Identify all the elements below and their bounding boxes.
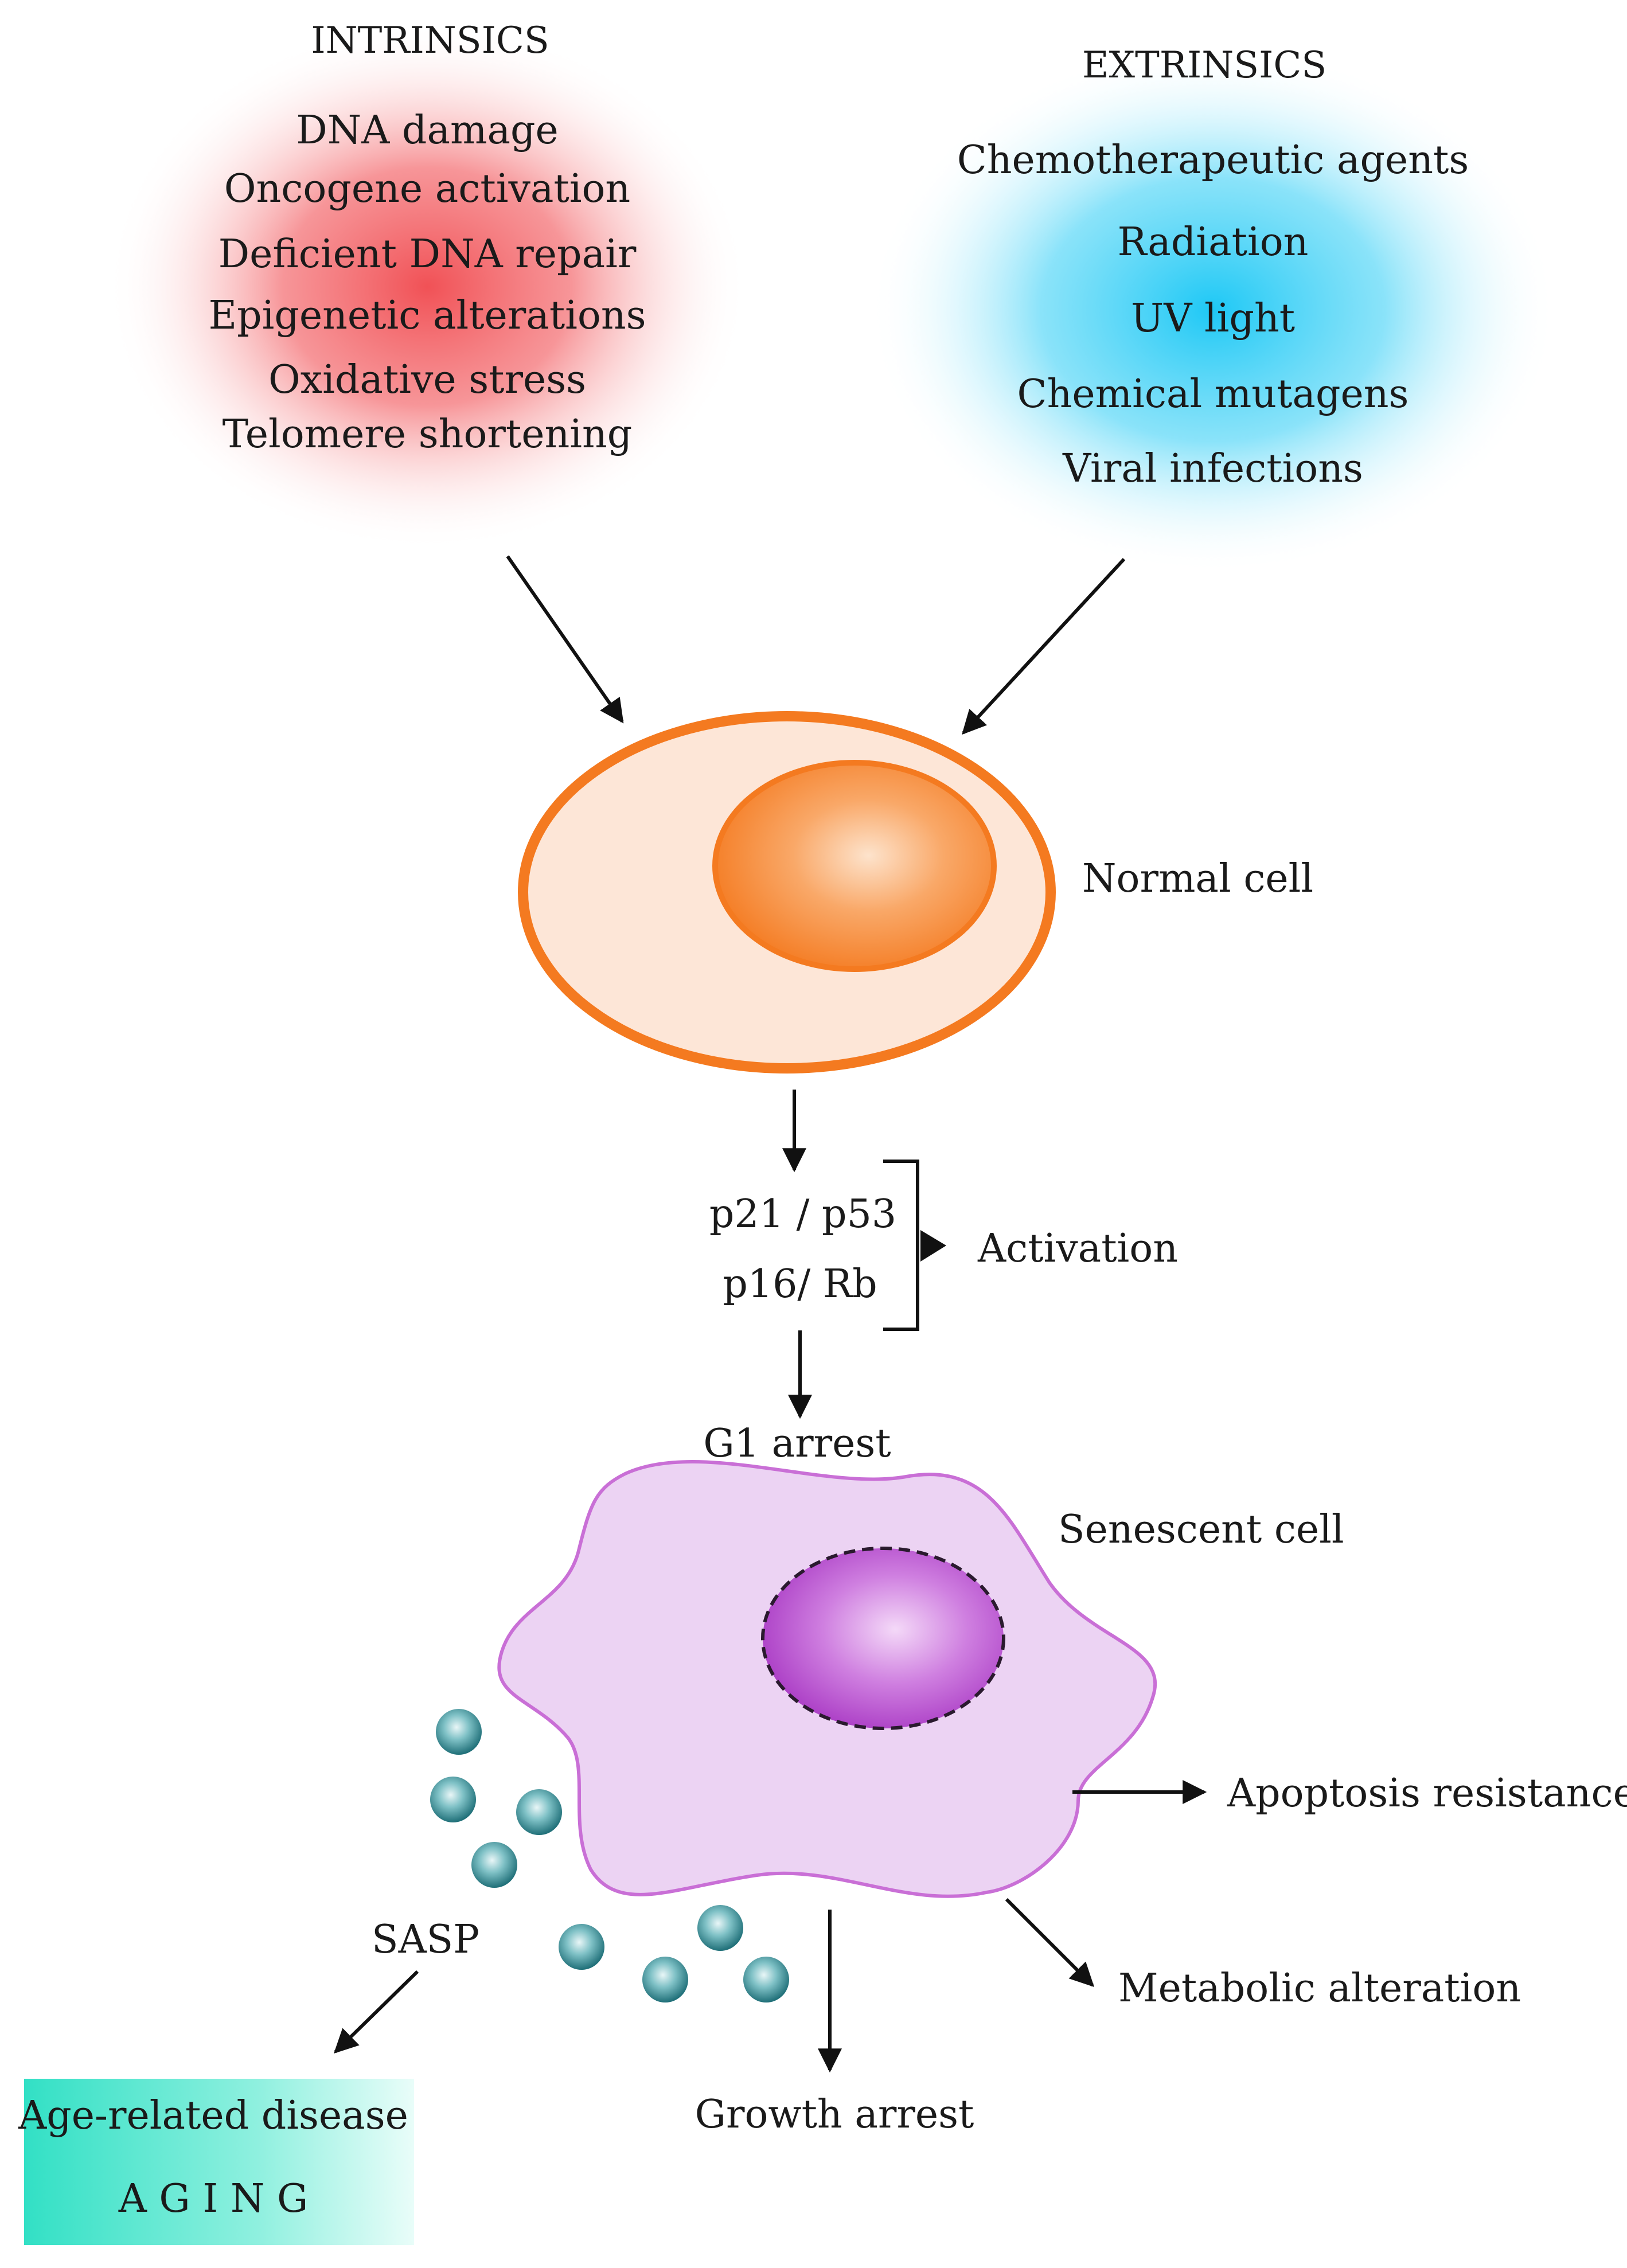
p16-rb-label: p16/ Rb [723, 1262, 877, 1307]
p21-p53-label: p21 / p53 [709, 1192, 896, 1237]
growth-arrest-label: Growth arrest [695, 2092, 974, 2137]
intrinsic-item: Oncogene activation [224, 166, 630, 212]
sasp-particle [743, 1957, 789, 2002]
activation-label: Activation [977, 1226, 1178, 1271]
g1-arrest-label: G1 arrest [703, 1421, 891, 1466]
normal-cell-label: Normal cell [1082, 856, 1313, 901]
intrinsic-item: Oxidative stress [268, 357, 586, 403]
sasp-particle [436, 1709, 482, 1755]
sasp-particle [642, 1957, 688, 2002]
extrinsic-item: Chemical mutagens [1017, 372, 1409, 417]
activation-pointer [920, 1230, 946, 1262]
extrinsics-glow [869, 46, 1557, 573]
aging-box: Age-related disease A G I N G [18, 2079, 414, 2245]
senescent-cell: Senescent cell [497, 1459, 1344, 1898]
sasp-particles [430, 1709, 789, 2002]
intrinsic-item: DNA damage [296, 108, 559, 153]
metabolic-alteration-label: Metabolic alteration [1118, 1966, 1521, 2011]
extrinsics-group: EXTRINSICS Chemotherapeutic agents Radia… [869, 44, 1557, 573]
intrinsic-item: Deficient DNA repair [219, 232, 637, 277]
intrinsic-arrow [506, 555, 624, 724]
extrinsic-item: Viral infections [1062, 446, 1363, 491]
sasp-particle [516, 1789, 562, 1835]
sasp-label: SASP [372, 1917, 479, 1962]
extrinsic-item: Radiation [1118, 220, 1309, 265]
senescent-cell-label: Senescent cell [1058, 1507, 1344, 1552]
apoptosis-resistance-label: Apoptosis resistance [1227, 1771, 1627, 1816]
extrinsic-arrow [962, 557, 1126, 735]
senescent-cell-nucleus [761, 1547, 1005, 1730]
age-related-disease-label: Age-related disease [18, 2093, 408, 2138]
intrinsic-item: Epigenetic alterations [208, 293, 646, 338]
normal-cell-nucleus [712, 760, 997, 972]
intrinsics-heading: INTRINSICS [311, 19, 549, 62]
sasp-particle [430, 1777, 476, 1822]
aging-label: A G I N G [118, 2176, 309, 2222]
metabolic-arrow [1005, 1898, 1094, 1987]
intrinsic-item: Telomere shortening [223, 412, 633, 457]
sasp-particle [471, 1842, 517, 1888]
extrinsics-heading: EXTRINSICS [1082, 44, 1326, 87]
normal-cell: Normal cell [518, 711, 1313, 1074]
extrinsic-item: Chemotherapeutic agents [957, 138, 1469, 183]
extrinsic-item: UV light [1131, 296, 1295, 341]
sasp-arrow [333, 1970, 419, 2054]
aging-box-background [24, 2079, 414, 2245]
intrinsics-group: INTRINSICS DNA damage Oncogene activatio… [106, 19, 748, 551]
activation-bracket [883, 1160, 919, 1331]
intrinsics-glow [106, 23, 748, 551]
sasp-particle [697, 1905, 743, 1951]
sasp-particle [559, 1924, 604, 1970]
